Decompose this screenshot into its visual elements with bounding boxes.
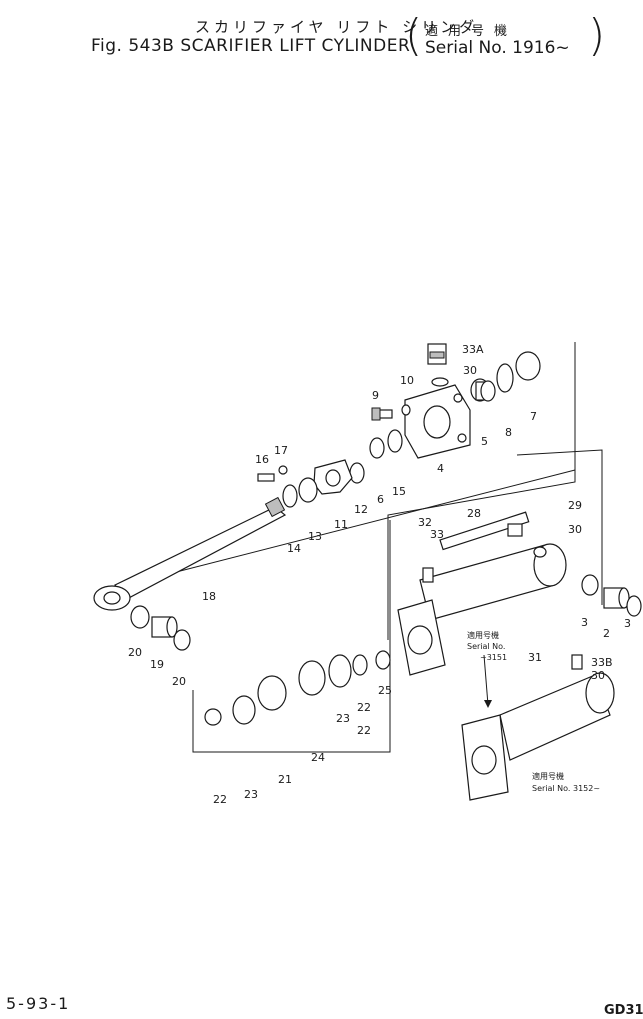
serial-note-early: 適用号機 Serial No. ~3151	[467, 630, 507, 662]
washer-part-22b	[352, 654, 368, 676]
rod-flange-part	[313, 459, 353, 495]
arrow-line	[483, 654, 489, 706]
callout-label: 8	[505, 426, 512, 439]
callout-label: 20	[172, 675, 186, 688]
title-japanese: スカリファイヤ リフト シリンダ	[195, 18, 479, 36]
callout-label: 29	[568, 499, 582, 512]
callout-label: 30	[463, 364, 477, 377]
note-label-jp: 適用号機	[532, 771, 564, 781]
note-label-en: Serial No. 3152~	[532, 784, 600, 793]
callout-label: 11	[334, 518, 348, 531]
piston-part-21	[257, 675, 287, 711]
serial-label-japanese: 適用号機	[425, 24, 518, 39]
nut-part-23	[232, 695, 256, 725]
arrow-head	[484, 700, 492, 708]
callout-label: 23	[244, 788, 258, 801]
right-paren: )	[588, 10, 606, 61]
dust-seal-part-3b	[626, 595, 642, 617]
callout-label: 20	[128, 646, 142, 659]
section-boundary-right	[516, 449, 603, 605]
callout-label: 18	[202, 590, 216, 603]
section-diagonal	[144, 469, 576, 581]
dust-seal-part-3	[581, 574, 599, 596]
callout-label: 22	[357, 724, 371, 737]
callout-label: 22	[213, 793, 227, 806]
seal-part-12	[349, 462, 365, 484]
cylinder-tube-early-part	[397, 511, 567, 676]
callout-label: 12	[354, 503, 368, 516]
callout-label: 30	[591, 669, 605, 682]
callout-label: 32	[418, 516, 432, 529]
snap-ring-part	[282, 484, 298, 508]
callout-label: 4	[437, 462, 444, 475]
callout-label: 6	[377, 493, 384, 506]
callout-label: 30	[568, 523, 582, 536]
washer-part	[431, 377, 449, 387]
callout-label: 17	[274, 444, 288, 457]
callout-label: 23	[336, 712, 350, 725]
note-label-jp: 適用号機	[467, 630, 499, 640]
callout-label: 33B	[591, 656, 613, 669]
callout-label: 10	[400, 374, 414, 387]
callout-label: 24	[311, 751, 325, 764]
callout-label: 31	[528, 651, 542, 664]
washer-part-22	[204, 708, 222, 726]
callout-label: 2	[603, 627, 610, 640]
section-boundary-upper	[387, 342, 576, 640]
wiper-ring-part	[496, 363, 514, 393]
page-number: 5-93-1	[6, 994, 71, 1013]
head-flange-part	[404, 384, 471, 459]
serial-note-late: 適用号機 Serial No. 3152~	[532, 771, 600, 793]
serial-range: Serial No. 1916~	[425, 38, 570, 58]
callout-label: 3	[581, 616, 588, 629]
packing-part-13	[298, 477, 318, 503]
backup-ring-part	[369, 437, 385, 459]
bolt-part-9	[371, 407, 393, 421]
callout-label: 3	[624, 617, 631, 630]
bleeder-screw-part-33b	[571, 654, 583, 670]
o-ring-part-7	[515, 351, 541, 381]
left-paren: (	[405, 10, 423, 61]
wear-ring-part-24	[298, 660, 326, 696]
callout-label: 28	[467, 507, 481, 520]
callout-label: 7	[530, 410, 537, 423]
note-range: ~3151	[480, 653, 507, 662]
dust-seal-part-20	[130, 605, 150, 629]
bushing-part-2	[603, 587, 630, 609]
callout-label: 33A	[462, 343, 484, 356]
dust-seal-part-20b	[173, 629, 191, 651]
bushing-part-5	[470, 378, 496, 402]
callout-label: 15	[392, 485, 406, 498]
callout-label: 19	[150, 658, 164, 671]
callout-label: 5	[481, 435, 488, 448]
figure-title: Fig. 543B SCARIFIER LIFT CYLINDER	[91, 36, 411, 56]
note-label-en: Serial No.	[467, 642, 505, 651]
bleeder-screw-part	[427, 343, 447, 365]
callout-label: 33	[430, 528, 444, 541]
lock-washer-part	[401, 404, 411, 416]
callout-label: 22	[357, 701, 371, 714]
washer-part-17	[278, 465, 288, 475]
callout-label: 21	[278, 773, 292, 786]
bushing-part-19	[151, 616, 178, 638]
callout-label: 14	[287, 542, 301, 555]
callout-label: 13	[308, 530, 322, 543]
seal-part-23	[328, 654, 352, 688]
section-boundary-lower	[192, 520, 391, 753]
callout-label: 25	[378, 684, 392, 697]
piston-rod-part	[93, 496, 287, 611]
collar-part-25	[375, 650, 391, 670]
callouts: 33A 30 10 9 7 8 5 4 17 16 6 15 12 11 13 …	[128, 343, 631, 806]
callout-label: 9	[372, 389, 379, 402]
sheet-code: GD31	[604, 1003, 643, 1018]
bolt-part-16	[257, 473, 275, 482]
cylinder-tube-late-part	[461, 672, 615, 801]
o-ring-part-15	[387, 429, 403, 453]
callout-label: 16	[255, 453, 269, 466]
